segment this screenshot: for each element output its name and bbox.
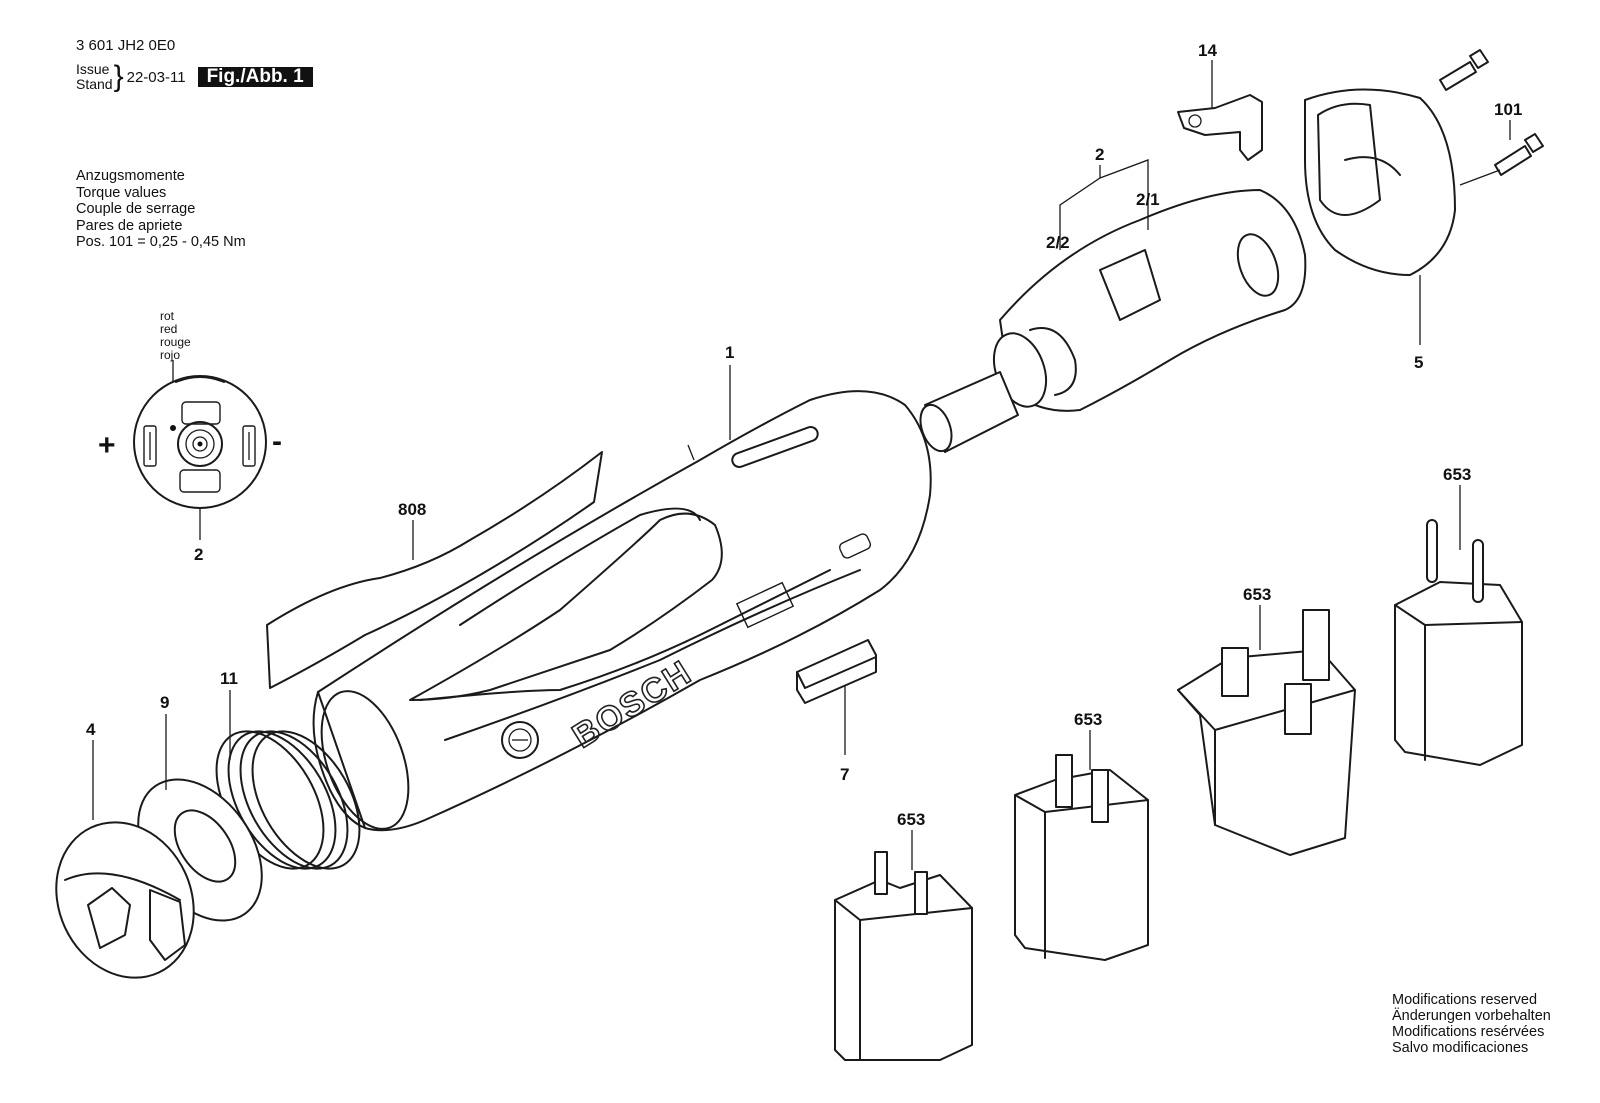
callout-653-d: 653	[1443, 465, 1471, 484]
issue-row: Issue Stand } 22-03-11 Fig./Abb. 1	[76, 62, 313, 92]
torque-line: Pos. 101 = 0,25 - 0,45 Nm	[76, 234, 246, 250]
part-number: 3 601 JH2 0E0	[76, 37, 176, 54]
issue-labels: Issue Stand	[76, 62, 113, 92]
plus-sign: +	[98, 429, 116, 462]
end-cap-5: 5	[1304, 88, 1456, 372]
modifications-line: Modifications resérvées	[1392, 1024, 1545, 1040]
color-legend-line: rouge	[160, 335, 191, 349]
issue-date: 22-03-11	[126, 68, 186, 86]
callout-653-a: 653	[897, 810, 925, 829]
switch-cap-7: 7	[796, 639, 877, 784]
callout-653-b: 653	[1074, 710, 1102, 729]
minus-sign: -	[272, 425, 282, 458]
issue-label: Issue	[76, 61, 110, 77]
motor-terminal-view: + - 2	[98, 360, 282, 564]
charger-653-uk: 653	[1177, 585, 1356, 856]
torque-line: Couple de serrage	[76, 201, 196, 217]
modifications-notice: Modifications reserved Änderungen vorbeh…	[1392, 992, 1551, 1056]
callout-4: 4	[86, 720, 96, 739]
callout-1: 1	[725, 343, 734, 362]
color-legend-line: rojo	[160, 348, 181, 362]
charger-653-us-small: 653	[834, 810, 973, 1061]
torque-line: Anzugsmomente	[76, 168, 185, 184]
callout-2-1: 2/1	[1136, 190, 1160, 209]
torque-line: Pares de apriete	[76, 217, 183, 234]
callout-7: 7	[840, 765, 849, 784]
stand-label: Stand	[76, 76, 113, 92]
callout-101: 101	[1494, 100, 1522, 119]
modifications-line: Modifications reserved	[1392, 992, 1538, 1008]
modifications-line: Salvo modificaciones	[1392, 1040, 1529, 1056]
charger-653-us-large: 653	[1014, 710, 1149, 961]
charger-653-eu: 653	[1394, 465, 1523, 766]
motor-assembly: 2 2/1 2/2	[919, 145, 1307, 453]
color-legend-line: rot	[160, 309, 175, 323]
callout-653-c: 653	[1243, 585, 1271, 604]
color-legend: rot red rouge rojo	[160, 310, 191, 362]
callout-9: 9	[160, 693, 169, 712]
torque-values: Anzugsmomente Torque values Couple de se…	[76, 168, 246, 251]
callout-2-top: 2	[1095, 145, 1104, 164]
figure-label: Fig./Abb. 1	[197, 67, 313, 87]
callout-2-left: 2	[194, 545, 203, 564]
cap-4: 4	[55, 720, 195, 979]
torque-line: Torque values	[76, 184, 167, 201]
callout-11: 11	[220, 669, 238, 688]
bracket-14: 14	[1177, 41, 1263, 161]
brace-icon: }	[113, 60, 124, 93]
modifications-line: Änderungen vorbehalten	[1392, 1008, 1551, 1024]
screws-101: 101	[1439, 49, 1544, 186]
callout-808: 808	[398, 500, 426, 519]
color-legend-line: red	[160, 322, 178, 336]
label-sheet-808: 808	[266, 451, 603, 689]
callout-14: 14	[1198, 41, 1217, 60]
callout-2-2: 2/2	[1046, 233, 1070, 252]
callout-5: 5	[1414, 353, 1423, 372]
